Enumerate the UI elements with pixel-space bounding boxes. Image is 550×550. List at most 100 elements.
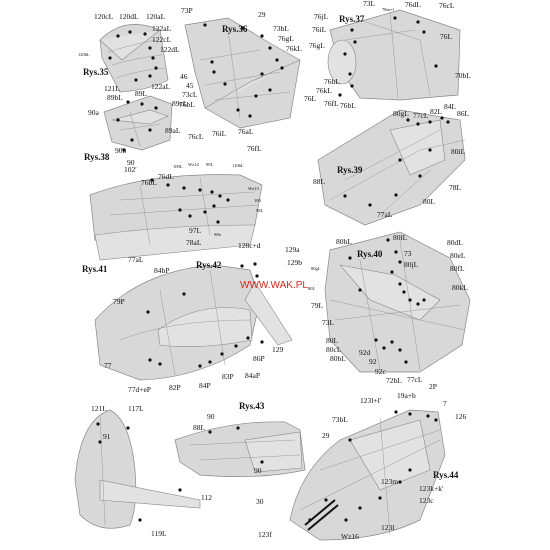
- rys35-label-5: 122dL: [160, 45, 180, 54]
- rys36-label-0: 73P: [181, 6, 193, 15]
- rys44-label-13: Wz16: [341, 532, 359, 541]
- rys44-label-8: 123m: [381, 477, 398, 486]
- rys37-label-5: 76iL: [312, 25, 327, 34]
- rys39-label-0: 80gL: [393, 109, 409, 118]
- rys39-label-2: 82L: [430, 107, 443, 116]
- rys37-label-6: 76gL: [309, 41, 325, 50]
- rys42-label-7: 84aP: [245, 371, 260, 380]
- rys40-label-16: 92: [369, 357, 377, 366]
- rys39-label-4: 86L: [457, 109, 470, 118]
- rys43-label-7: 90: [254, 466, 262, 475]
- rys43-label-5: 112: [201, 493, 212, 502]
- rys42-title: Rys.42: [196, 260, 222, 270]
- rys39-label-3: 84L: [444, 102, 457, 111]
- wak-watermark: WWW.WAK.PL: [240, 280, 308, 291]
- rys37-label-12: 76bL: [340, 101, 356, 110]
- rys43-label-2: 91: [103, 432, 111, 441]
- rys44-label-7: 123k+k': [419, 484, 444, 493]
- rys41-label-8: 100: [254, 198, 262, 203]
- rys40-label-7: 80gL: [311, 266, 321, 271]
- rys41-label-6: 110bL: [232, 163, 244, 168]
- rys42-label-10: 82P: [169, 383, 181, 392]
- rys41-label-0: 102': [124, 165, 137, 174]
- rys40-label-6: 80fL: [450, 264, 465, 273]
- rys38-label-1: 89L: [135, 89, 148, 98]
- rys38-label-5: 90b: [115, 146, 127, 155]
- figure-rys39: 80gL 77cL 82L 84L 86L 80iL 88L 78L 80L 7…: [313, 102, 470, 226]
- rys35-label-4: 122cL: [152, 35, 172, 44]
- rys41-label-13: 77aL: [128, 255, 144, 264]
- rys42-label-11: 77: [104, 361, 112, 370]
- rys42-label-6: 86P: [253, 354, 265, 363]
- rys42-label-0: 128c+d: [238, 241, 261, 250]
- rys44-label-2: 2P: [429, 382, 437, 391]
- rys39-label-6: 88L: [313, 177, 326, 186]
- rys40-label-9: 80L: [308, 286, 316, 291]
- rys42-label-1: 129a: [285, 245, 300, 254]
- figure-rys41: 102' 76bL 76dL 109L Wz14 99L 110bL Wz13 …: [82, 162, 264, 274]
- rys44-label-1: 19a+b: [397, 391, 416, 400]
- rys41-label-10: 97L: [189, 226, 202, 235]
- rys41-label-3: 109L: [173, 164, 183, 169]
- rys39-label-1: 77cL: [413, 111, 429, 120]
- rys43-label-1: 117L: [128, 404, 144, 413]
- rys37-label-13: 76L: [304, 94, 317, 103]
- rys44-title: Rys.44: [433, 470, 459, 480]
- rys36-label-7: 73cL: [182, 90, 198, 99]
- rys39-label-9: 77aL: [377, 210, 393, 219]
- figure-rys44: 123l+l' 19a+b 2P 7 73bL 126 29 123k+k' 1…: [256, 382, 467, 541]
- rys36-label-3: 76gL: [278, 34, 294, 43]
- rys40-label-18: 72bL: [386, 376, 402, 385]
- rys40-label-5: 80jL: [404, 260, 419, 269]
- rys36-label-4: 76kL: [286, 44, 302, 53]
- rys42-label-2: 129b: [287, 258, 302, 267]
- rys43-label-4: 90: [207, 412, 215, 421]
- rys41-label-12: 78aL: [186, 238, 202, 247]
- rys40-label-17: 92c: [375, 367, 387, 376]
- rys35-title: Rys.35: [83, 67, 109, 77]
- rys37-label-11: 76fL: [324, 99, 339, 108]
- rys40-label-1: 80lL: [393, 233, 408, 242]
- rys44-label-11: 123f: [258, 530, 272, 539]
- rys40-label-13: 80cL: [326, 345, 342, 354]
- rys44-label-4: 73bL: [332, 415, 348, 424]
- rys38-title: Rys.38: [84, 152, 110, 162]
- rys38-label-3: 90a: [88, 108, 100, 117]
- rys44-label-0: 123l+l': [360, 396, 382, 405]
- rys41-label-9: 98L: [256, 208, 264, 213]
- rys40-label-2: 80dL: [447, 238, 463, 247]
- rys39-title: Rys.39: [337, 165, 363, 175]
- rys40-label-14: 92d: [359, 348, 371, 357]
- rys36-label-2: 73bL: [273, 24, 289, 33]
- rys41-label-7: Wz13: [248, 186, 259, 191]
- figure-rys42: 128c+d 129a 129b 84bP 79P 129 86P 84aP 8…: [94, 241, 302, 394]
- rys37-label-0: 73L: [363, 0, 376, 8]
- rys42-label-3: 84bP: [154, 266, 169, 275]
- figure-rys38: 89bL 89L 89cL 90a 89aL 90b 90 Rys.38: [84, 89, 188, 167]
- rys36-label-12: 76fL: [247, 144, 262, 153]
- rys37-title: Rys.37: [339, 14, 365, 24]
- rys43-label-0: 121L: [91, 404, 107, 413]
- rys40-label-4: 80eL: [450, 251, 466, 260]
- rys43-title: Rys.43: [239, 401, 265, 411]
- figure-rys35: 120cL 120dL 120aL 122aL 122cL 122dL 120b…: [78, 12, 180, 93]
- rys42-label-4: 79P: [113, 297, 125, 306]
- rys39-label-5: 80iL: [451, 147, 466, 156]
- figure-rys43: 121L 117L 91 88L 90 112 119L 90 Rys.43: [74, 401, 306, 538]
- rys42-label-12: 77d+eP: [128, 385, 151, 394]
- rys43-label-3: 88L: [193, 423, 206, 432]
- rys44-label-6: 29: [322, 431, 330, 440]
- rys35-label-0: 120cL: [94, 12, 114, 21]
- figure-rys37: 73L 78m+l 76dL 76cL 76jL 76iL 76gL 76L 7…: [304, 0, 471, 110]
- rys37-label-1: 78m+l: [382, 7, 395, 12]
- rys38-label-0: 89bL: [107, 93, 123, 102]
- rys40-label-15: 80bL: [330, 354, 346, 363]
- rys41-label-4: Wz14: [188, 162, 199, 167]
- rys38-label-6: 90: [127, 158, 135, 167]
- rys35-label-3: 122aL: [152, 24, 172, 33]
- rys36-label-1: 29: [258, 10, 266, 19]
- rys39-label-7: 78L: [449, 183, 462, 192]
- rys40-label-11: 73L: [322, 318, 335, 327]
- rys37-label-9: 76hL: [324, 77, 340, 86]
- rys42-label-8: 83P: [222, 372, 234, 381]
